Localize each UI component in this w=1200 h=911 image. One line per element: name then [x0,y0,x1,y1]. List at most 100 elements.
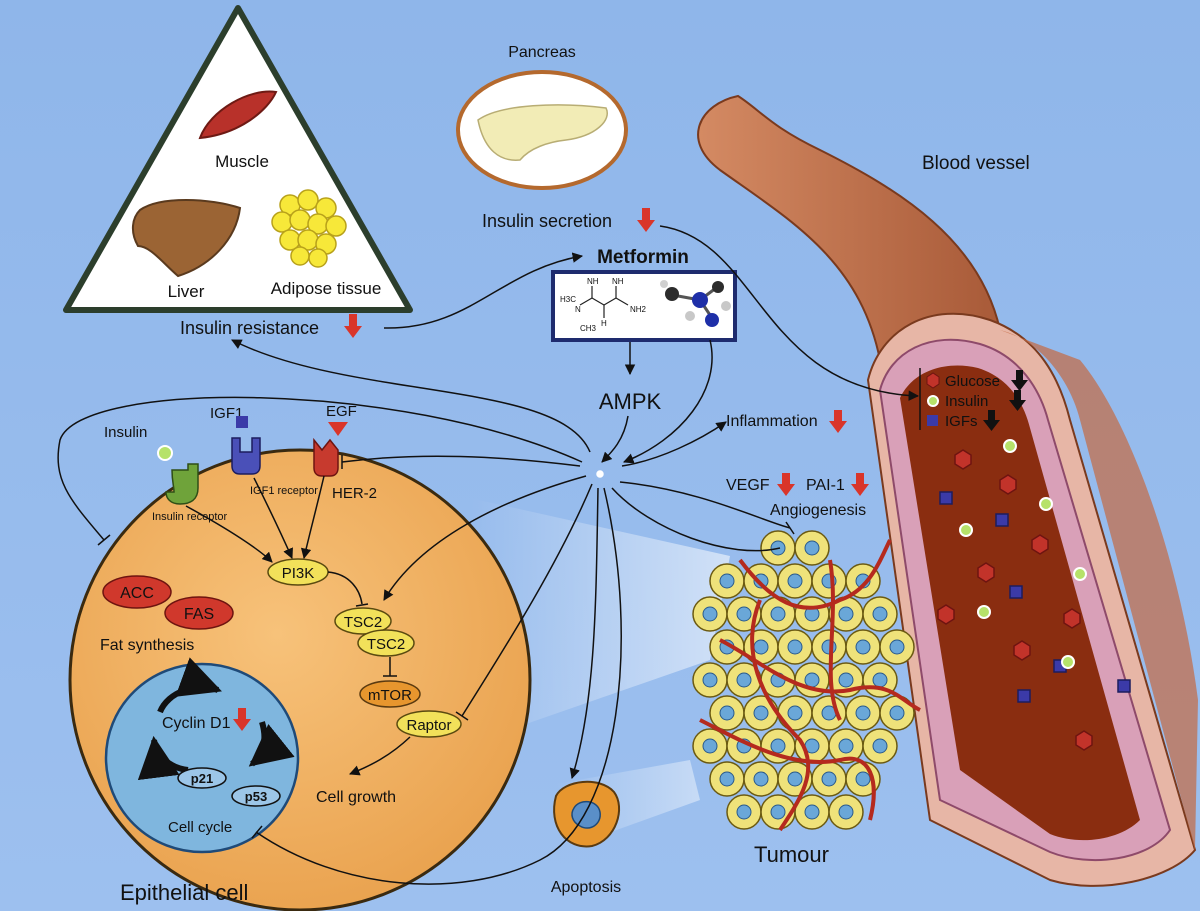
down-arrow-icon [829,410,847,433]
igf1-receptor-icon [231,437,261,475]
raptor-label: Raptor [406,717,451,734]
tumour-cell-nucleus [719,573,735,589]
tumour-cell-nucleus [855,639,871,655]
tumour-cell-nucleus [787,573,803,589]
pai1-label: PAI-1 [806,477,845,494]
down-arrow-icon [233,708,251,731]
vegf-label: VEGF [726,477,770,494]
tumour-cell-nucleus [838,606,854,622]
pancreas-label: Pancreas [508,44,576,61]
metformin-formula [579,286,629,318]
pancreas-group: Pancreas [456,44,628,190]
fas-node [164,596,234,630]
tumour-cell-nucleus [719,771,735,787]
formula-n: N [575,305,581,314]
igf1-ligand-icon [236,416,248,428]
tumour-cell-nucleus [753,771,769,787]
legend-insulin-label: Insulin [945,393,988,410]
down-arrow-icon [851,473,869,496]
epithelial-cell-label: Epithelial cell [120,880,248,905]
inflammation-label: Inflammation [726,413,818,430]
tumour-cell-nucleus [753,705,769,721]
tumour-cell-nucleus [787,705,803,721]
vessel-contents [937,439,1131,751]
insulin-ligand-label: Insulin [104,424,147,441]
tumour-cell-nucleus [770,738,786,754]
organ-triangle: Muscle Liver Adipose tissue [63,5,413,313]
tumour-cell-nucleus [804,804,820,820]
zoom-beam [470,498,730,740]
cycle-arrow-icon [137,735,189,781]
ball-stick-model-icon [660,280,731,327]
p53-label: p53 [245,789,267,804]
tumour-cell-nucleus [838,672,854,688]
down-arrow-icon [637,208,655,232]
nucleus: Cyclin D1 p21 p53 Cell cycle [104,657,300,854]
tumour-cell-nucleus [770,606,786,622]
formula-nh2: NH2 [630,305,647,314]
mtor-node [359,680,421,708]
blood-vessel-label: Blood vessel [922,153,1030,174]
tumour [692,530,921,832]
tumour-cell-nucleus [770,804,786,820]
tumour-cell-nucleus [787,771,803,787]
glucose-icon [937,449,1093,751]
tsc2-b-label: TSC2 [367,636,405,653]
cycle-arrow-icon [248,721,295,767]
acc-node [102,575,172,609]
tumour-blood-vessel [750,599,811,832]
formula-h3c: H3C [560,295,576,304]
tumour-cell-nucleus [736,804,752,820]
insulin-ligand-icon [157,445,173,461]
tumour-cell-nucleus [821,639,837,655]
insulin-secretion-label: Insulin secretion [482,211,612,231]
p21-label: p21 [191,771,213,786]
tumour-cell-nucleus [702,606,718,622]
tumour-blood-vessel [699,718,876,821]
pathway-lines [57,225,920,885]
tumour-blood-vessel [828,559,842,721]
formula-nh-left: NH [587,277,599,286]
metformin-label: Metformin [597,247,689,268]
ampk-hub [596,470,604,478]
p53-node [231,785,281,807]
apoptotic-cell-icon [553,780,620,848]
down-arrow-icon [344,314,362,338]
insulin-receptor-icon [165,463,199,505]
down-arrow-icon [777,473,795,496]
tsc2-a-label: TSC2 [344,614,382,631]
tumour-cell-nucleus [872,738,888,754]
tumour-cell-nucleus [872,606,888,622]
angiogenesis-label: Angiogenesis [770,502,866,519]
liver-icon [132,199,242,278]
fat-synthesis-label: Fat synthesis [100,637,194,654]
p21-node [177,767,227,789]
tumour-cell-nucleus [855,705,871,721]
tumour-cell-nucleus [804,540,820,556]
acc-label: ACC [120,585,154,602]
legend-igfs-label: IGFs [945,413,978,430]
formula-h: H [601,319,607,328]
igf1-ligand-label: IGF1 [210,405,243,422]
cyclin-d1-label: Cyclin D1 [162,715,231,732]
tumour-cell-nucleus [889,639,905,655]
tumour-cell-nucleus [804,672,820,688]
raptor-node [396,710,462,738]
igf1-receptor-label: IGF1 receptor [250,485,318,497]
pancreas-icon [477,104,608,161]
fas-label: FAS [184,606,214,623]
tumour-cell-nucleus [736,672,752,688]
mtor-label: mTOR [368,687,412,704]
legend-glucose-label: Glucose [945,373,1000,390]
epithelial-cell [68,448,532,911]
cell-growth-label: Cell growth [316,789,396,806]
tumour-cell-nucleus [821,771,837,787]
tsc2-node-b [357,629,415,657]
tumour-cell-nucleus [889,705,905,721]
muscle-icon [198,90,278,140]
tsc2-node-a [334,607,392,635]
ampk-label: AMPK [599,389,662,414]
tumour-label: Tumour [754,842,829,867]
